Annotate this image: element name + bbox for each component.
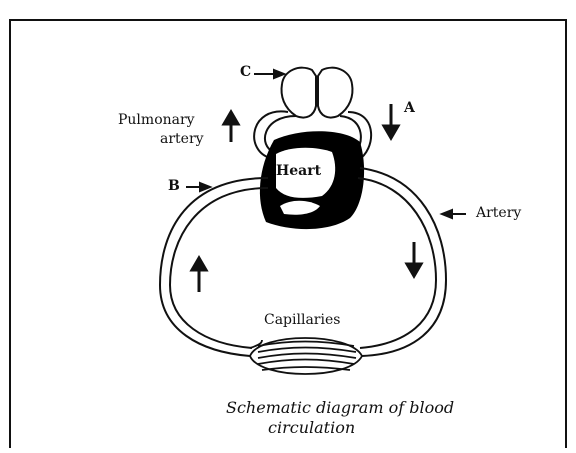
arrow-right-b [186, 183, 210, 191]
arrow-down-a [384, 104, 398, 138]
capillary-bed [250, 338, 362, 374]
label-marker-a: A [404, 100, 415, 116]
arrow-right-c [254, 70, 284, 78]
diagram-frame [10, 20, 566, 448]
label-pulmonary-artery-line1: Pulmonary [118, 112, 195, 128]
label-capillaries: Capillaries [264, 312, 340, 328]
arrow-down-systemic [407, 242, 421, 276]
label-marker-c: C [240, 64, 251, 80]
arrow-up-systemic [192, 258, 206, 292]
caption-line2: circulation [268, 418, 355, 437]
label-heart: Heart [276, 163, 321, 179]
arrow-up-pulmonary [224, 112, 238, 142]
label-marker-b: B [168, 178, 180, 194]
label-artery: Artery [476, 205, 521, 221]
arrow-left-artery [442, 210, 466, 218]
caption-line1: Schematic diagram of blood [226, 398, 454, 417]
label-pulmonary-artery-line2: artery [160, 131, 204, 147]
heart [260, 131, 364, 229]
